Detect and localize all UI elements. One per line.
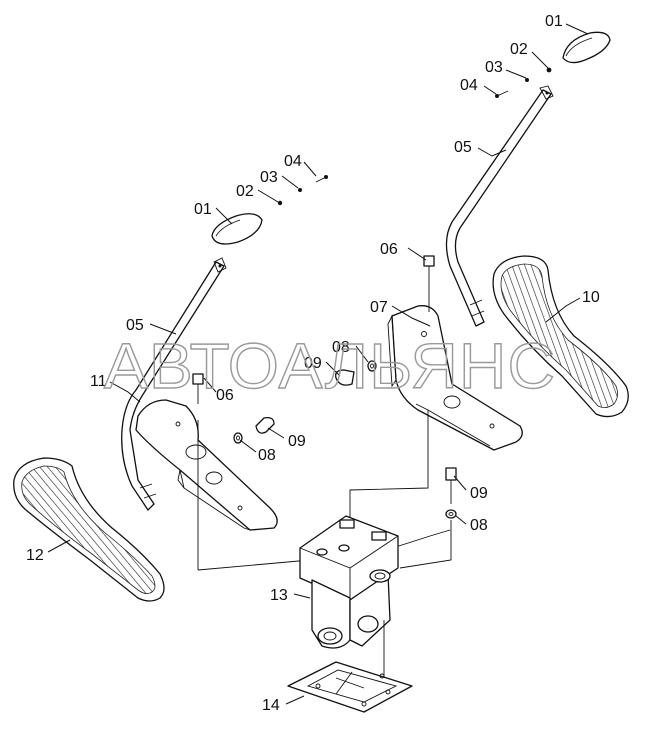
callout-left-12: 12: [26, 547, 44, 564]
right-bolt-09: [335, 369, 355, 386]
callout-right-04: 04: [460, 77, 478, 94]
callout-center-09: 09: [470, 485, 488, 502]
callout-center-08: 08: [470, 517, 488, 534]
callout-left-01: 01: [194, 201, 212, 218]
left-rod: [121, 261, 225, 511]
callout-left-03: 03: [260, 169, 278, 186]
right-rod: [445, 89, 552, 327]
left-foot-pedal: [13, 457, 165, 602]
left-spring-washer: [298, 188, 302, 192]
callout-left-11: 11: [90, 373, 107, 390]
callout-right-07: 07: [370, 299, 388, 316]
right-foot-pedal: [492, 255, 629, 418]
left-bolt-09: [255, 416, 275, 434]
callout-labels: 01 02 03 04 05 06 07 08 09 10 04 03 02 0…: [26, 13, 600, 714]
right-pedal-lever: [335, 31, 611, 451]
brake-valve: [197, 410, 457, 690]
callout-right-06: 06: [380, 241, 398, 258]
callout-center-14: 14: [262, 697, 280, 714]
callout-left-08: 08: [258, 447, 276, 464]
callout-center-13: 13: [270, 587, 288, 604]
right-pedal-arm: [391, 305, 523, 451]
right-knob: [562, 31, 611, 64]
callout-left-05: 05: [126, 317, 144, 334]
callout-right-09: 09: [304, 355, 322, 372]
left-washer: [277, 200, 283, 206]
leader-lines: [47, 23, 589, 705]
callout-right-01: 01: [545, 13, 563, 30]
callout-right-03: 03: [485, 59, 503, 76]
center-bolt-09: [445, 467, 457, 481]
callout-left-04: 04: [284, 153, 302, 170]
callout-left-06: 06: [216, 387, 234, 404]
callout-right-02: 02: [510, 41, 528, 58]
left-pedal-arm: [135, 399, 278, 531]
callout-left-02: 02: [236, 183, 254, 200]
right-spring-washer: [525, 78, 529, 82]
watermark-text: АВТОАЛЬЯНС: [104, 330, 556, 402]
gasket-plate: [287, 661, 413, 713]
callout-right-05: 05: [454, 139, 472, 156]
callout-left-09: 09: [288, 433, 306, 450]
left-bolt-06: [192, 373, 204, 385]
callout-right-08: 08: [332, 339, 350, 356]
callout-right-10: 10: [582, 289, 600, 306]
right-screw: [496, 90, 509, 97]
left-knob: [211, 213, 263, 245]
right-bolt-06: [423, 255, 435, 267]
right-washer: [546, 67, 552, 73]
left-pedal-lever: [121, 175, 328, 531]
